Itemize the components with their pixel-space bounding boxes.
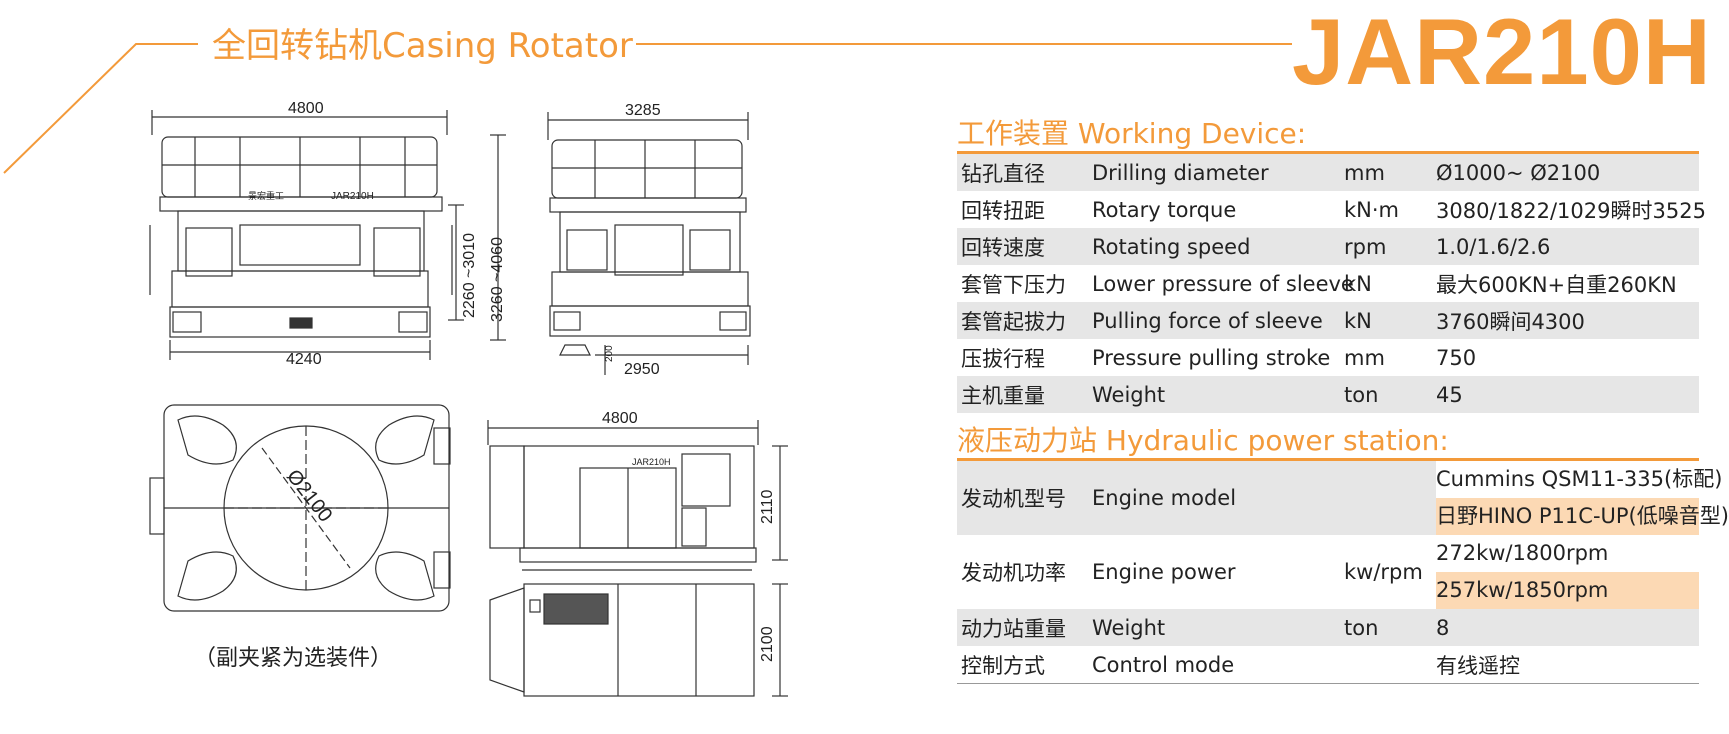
spec-value: Ø1000~ Ø2100	[1436, 160, 1601, 185]
engine-model-value-low-noise: 日野HINO P11C-UP(低噪音型)	[1436, 498, 1729, 535]
power-machine-plate: JAR210H	[632, 457, 671, 467]
machine-plate: JAR210H	[331, 191, 374, 202]
spec-name-cn: 回转速度	[961, 235, 1045, 260]
dim-side-foot: 200	[604, 345, 615, 362]
hydraulic-station-table: 动力站重量 Weight ton 8 控制方式 Control mode 有线遥控	[957, 609, 1699, 684]
spec-value: 3080/1822/1029瞬时3525	[1436, 198, 1706, 223]
spec-value: 750	[1436, 345, 1477, 370]
dim-top-diameter: Ø2100	[282, 466, 336, 527]
spec-name-en: Pulling force of sleeve	[1092, 308, 1323, 333]
spec-row: 动力站重量 Weight ton 8	[957, 609, 1699, 646]
spec-value: 最大600KN+自重260KN	[1436, 272, 1677, 297]
hydraulic-station-title: 液压动力站 Hydraulic power station:	[957, 417, 1699, 461]
brand-plate: 景宏重工	[248, 190, 284, 201]
engine-power-row: 发动机功率 Engine power kw/rpm 272kw/1800rpm …	[957, 535, 1699, 609]
spec-value: 45	[1436, 382, 1463, 407]
spec-unit: kN	[1344, 271, 1372, 296]
spec-name-en: Drilling diameter	[1092, 160, 1269, 185]
spec-row: 主机重量 Weight ton 45	[957, 376, 1699, 413]
side-view-drawing	[547, 112, 751, 375]
dim-front-height-outer: 3260 ~4060	[489, 237, 506, 322]
spec-tables: 工作装置 Working Device: 钻孔直径 Drilling diamet…	[957, 110, 1729, 684]
spec-row: 套管起拔力 Pulling force of sleeve kN 3760瞬间4300	[957, 302, 1699, 339]
spec-row: 控制方式 Control mode 有线遥控	[957, 646, 1699, 683]
engine-model-row: 发动机型号 Engine model Cummins QSM11-335(标配)…	[957, 461, 1729, 535]
working-device-table: 钻孔直径 Drilling diameter mm Ø1000~ Ø2100 回转扭距 R…	[957, 154, 1706, 413]
spec-value: 有线遥控	[1436, 653, 1520, 678]
dim-power-depth: 2100	[759, 626, 776, 662]
working-device-title: 工作装置 Working Device:	[957, 110, 1699, 154]
spec-name-cn: 控制方式	[961, 653, 1045, 678]
dim-side-width-top: 3285	[625, 102, 661, 119]
spec-value: 1.0/1.6/2.6	[1436, 234, 1551, 259]
spec-name-cn: 套管下压力	[961, 272, 1066, 297]
engine-power-unit: kw/rpm	[1344, 560, 1423, 584]
dim-front-width-bottom: 4240	[286, 351, 322, 368]
spec-unit: rpm	[1344, 234, 1387, 259]
spec-name-en: Lower pressure of sleeve	[1092, 271, 1354, 296]
spec-name-cn: 主机重量	[961, 383, 1045, 408]
spec-unit: kN·m	[1344, 197, 1400, 222]
spec-name-cn: 钻孔直径	[961, 161, 1045, 186]
dim-power-height: 2110	[759, 489, 776, 524]
spec-row: 回转速度 Rotating speed rpm 1.0/1.6/2.6	[957, 228, 1699, 265]
engine-model-cn: 发动机型号	[961, 487, 1066, 511]
dim-front-height-inner: 2260 ~3010	[461, 233, 478, 318]
spec-name-en: Weight	[1092, 615, 1166, 640]
spec-value: 8	[1436, 615, 1450, 640]
power-station-front-drawing	[487, 420, 788, 571]
spec-name-en: Rotating speed	[1092, 234, 1251, 259]
spec-unit: ton	[1344, 615, 1379, 640]
dim-side-width-bottom: 2950	[624, 361, 660, 378]
spec-name-cn: 回转扭距	[961, 198, 1045, 223]
spec-name-en: Weight	[1092, 382, 1166, 407]
spec-name-cn: 套管起拔力	[961, 309, 1066, 334]
spec-name-cn: 压拔行程	[961, 346, 1045, 371]
spec-value: 3760瞬间4300	[1436, 309, 1585, 334]
page-title: 全回转钻机Casing Rotator	[212, 26, 633, 66]
spec-name-en: Control mode	[1092, 652, 1235, 677]
spec-row: 压拔行程 Pressure pulling stroke mm 750	[957, 339, 1699, 376]
spec-unit: kN	[1344, 308, 1372, 333]
engine-power-value-standard: 272kw/1800rpm	[1436, 541, 1609, 565]
power-station-top-drawing	[489, 583, 788, 697]
spec-unit: mm	[1344, 160, 1385, 185]
top-view-drawing	[149, 404, 451, 612]
spec-name-cn: 动力站重量	[961, 616, 1066, 641]
model-code: JAR210H	[1292, 0, 1712, 104]
dim-front-width-top: 4800	[288, 100, 324, 117]
technical-drawings: 4800 4240 2260 ~3010 3260 ~4060 JAR210H …	[149, 100, 788, 697]
spec-unit: mm	[1344, 345, 1385, 370]
spec-row: 钻孔直径 Drilling diameter mm Ø1000~ Ø2100	[957, 154, 1699, 191]
optional-part-note: （副夹紧为选装件）	[194, 646, 393, 671]
spec-unit: ton	[1344, 382, 1379, 407]
engine-power-value-low-noise: 257kw/1850rpm	[1436, 572, 1699, 609]
engine-model-value-standard: Cummins QSM11-335(标配)	[1436, 461, 1722, 498]
engine-model-en: Engine model	[1092, 486, 1237, 510]
engine-power-cn: 发动机功率	[961, 561, 1066, 585]
spec-row: 回转扭距 Rotary torque kN·m 3080/1822/1029瞬时352…	[957, 191, 1706, 228]
front-view-drawing	[149, 110, 506, 360]
spec-name-en: Pressure pulling stroke	[1092, 345, 1331, 370]
dim-power-width: 4800	[602, 410, 638, 427]
spec-name-en: Rotary torque	[1092, 197, 1237, 222]
engine-power-en: Engine power	[1092, 560, 1236, 584]
